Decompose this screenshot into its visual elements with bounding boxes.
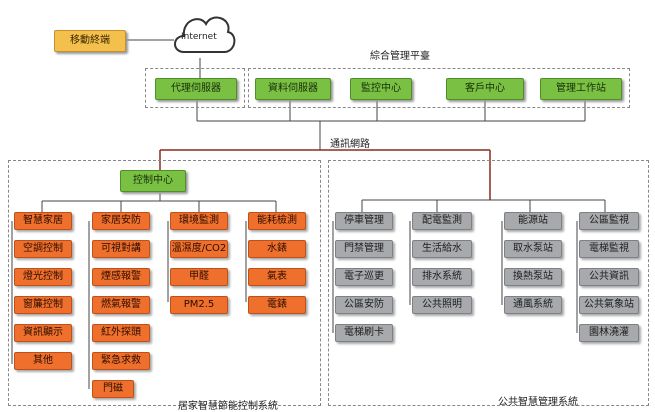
internet-label: Internet: [181, 32, 217, 42]
temp-humidity-co2-box: 溫濕度/CO2: [170, 240, 228, 258]
public-surveillance-box: 公區監視: [579, 212, 639, 230]
control-center-box: 控制中心: [120, 170, 186, 192]
water-pump-box: 取水泵站: [504, 240, 562, 258]
electric-meter-box: 電錶: [248, 296, 306, 314]
gas-meter-box: 氣表: [248, 268, 306, 286]
public-security-box: 公區安防: [335, 296, 393, 314]
ventilation-box: 通風系統: [504, 296, 562, 314]
e-patrol-box: 電子巡更: [335, 268, 393, 286]
water-supply-box: 生活給水: [412, 240, 472, 258]
elevator-card-box: 電梯刷卡: [335, 324, 393, 342]
mobile-terminal-box: 移動終端: [54, 30, 126, 52]
infrared-probe-box: 紅外探頭: [92, 324, 150, 342]
network-label: 通訊網路: [330, 139, 370, 150]
customer-center-box: 客戶中心: [446, 78, 524, 100]
curtain-control-box: 窗簾控制: [14, 296, 72, 314]
left-system-title: 居家智慧節能控制系統: [178, 401, 278, 412]
formaldehyde-box: 甲醛: [170, 268, 228, 286]
elevator-monitor-box: 電梯監視: [579, 240, 639, 258]
left-system-frame: [8, 160, 321, 406]
garden-irrigation-box: 園林澆灌: [579, 324, 639, 342]
cloud-icon: [174, 16, 236, 53]
public-info-box: 公共資訊: [579, 268, 639, 286]
other-box: 其他: [14, 352, 72, 370]
door-sensor-box: 門磁: [92, 380, 134, 398]
energy-detect-box: 能耗檢測: [248, 212, 306, 230]
proxy-frame: [145, 68, 245, 108]
power-monitor-box: 配電監測: [412, 212, 472, 230]
video-intercom-box: 可視對講: [92, 240, 150, 258]
data-server-box: 資料伺服器: [255, 78, 331, 100]
heat-pump-box: 換熱泵站: [504, 268, 562, 286]
parking-mgmt-box: 停車管理: [335, 212, 393, 230]
info-display-box: 資訊顯示: [14, 324, 72, 342]
env-monitor-box: 環境監測: [170, 212, 228, 230]
public-lighting-box: 公共照明: [412, 296, 472, 314]
gas-alarm-box: 燃氣報警: [92, 296, 150, 314]
pm25-box: PM2.5: [170, 296, 228, 314]
ac-control-box: 空調控制: [14, 240, 72, 258]
home-security-box: 家居安防: [92, 212, 150, 230]
platform-title: 綜合管理平臺: [370, 51, 430, 62]
right-system-frame: [328, 160, 649, 406]
energy-station-box: 能源站: [504, 212, 562, 230]
drainage-system-box: 排水系統: [412, 268, 472, 286]
light-control-box: 燈光控制: [14, 268, 72, 286]
admin-workstation-box: 管理工作站: [540, 78, 622, 100]
smart-home-box: 智慧家居: [14, 212, 72, 230]
smoke-alarm-box: 煙感報警: [92, 268, 150, 286]
monitor-center-box: 監控中心: [350, 78, 412, 100]
access-control-box: 門禁管理: [335, 240, 393, 258]
emergency-call-box: 緊急求救: [92, 352, 150, 370]
proxy-server-box: 代理伺服器: [155, 78, 237, 100]
platform-frame: [248, 68, 630, 108]
right-system-title: 公共智慧管理系統: [498, 397, 578, 408]
water-meter-box: 水錶: [248, 240, 306, 258]
weather-station-box: 公共氣象站: [579, 296, 639, 314]
